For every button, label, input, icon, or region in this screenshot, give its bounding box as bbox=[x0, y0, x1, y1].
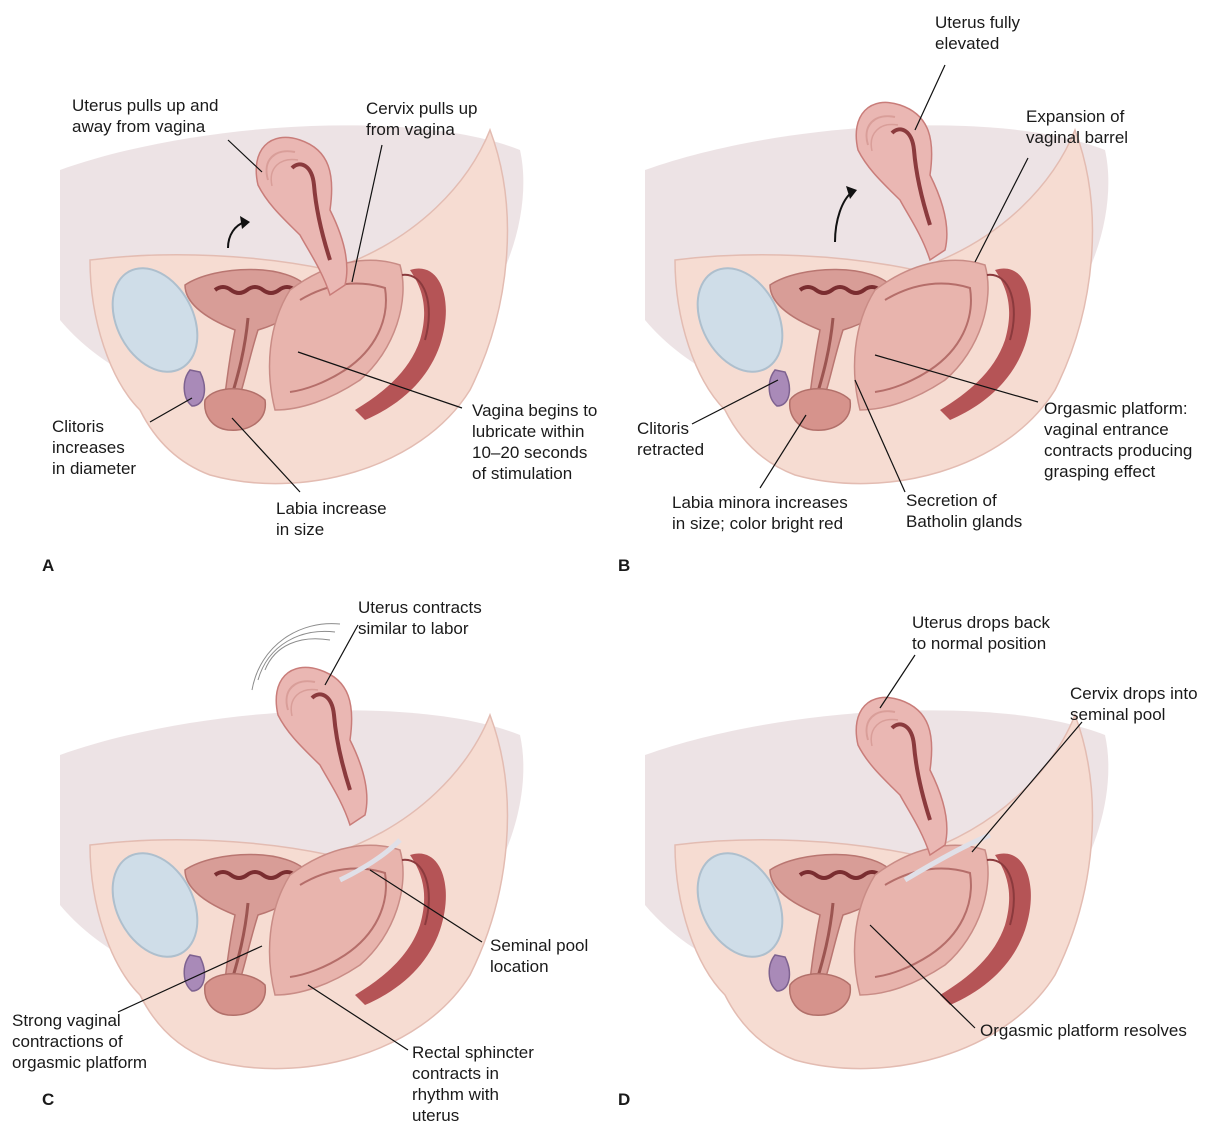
label-c-rectal: Rectal sphincter contracts in rhythm wit… bbox=[412, 1042, 534, 1126]
label-b-expansion: Expansion of vaginal barrel bbox=[1026, 106, 1128, 148]
label-d-uterus: Uterus drops back to normal position bbox=[912, 612, 1050, 654]
panel-d-illustration bbox=[645, 697, 1108, 1068]
panel-b-letter: B bbox=[618, 556, 630, 576]
panel-b-illustration bbox=[645, 102, 1108, 483]
label-a-uterus: Uterus pulls up and away from vagina bbox=[72, 95, 218, 137]
label-c-uterus: Uterus contracts similar to labor bbox=[358, 597, 482, 639]
label-c-vaginal: Strong vaginal contractions of orgasmic … bbox=[12, 1010, 147, 1073]
label-b-clitoris: Clitoris retracted bbox=[637, 418, 704, 460]
label-b-labia: Labia minora increases in size; color br… bbox=[672, 492, 848, 534]
label-d-platform: Orgasmic platform resolves bbox=[980, 1020, 1187, 1041]
label-b-platform: Orgasmic platform: vaginal entrance cont… bbox=[1044, 398, 1192, 482]
panel-c-letter: C bbox=[42, 1090, 54, 1110]
label-a-cervix: Cervix pulls up from vagina bbox=[366, 98, 478, 140]
label-a-vagina: Vagina begins to lubricate within 10–20 … bbox=[472, 400, 597, 484]
label-a-labia: Labia increase in size bbox=[276, 498, 387, 540]
label-c-seminal: Seminal pool location bbox=[490, 935, 588, 977]
panel-a-letter: A bbox=[42, 556, 54, 576]
label-b-secretion: Secretion of Batholin glands bbox=[906, 490, 1022, 532]
panel-c-illustration bbox=[60, 624, 523, 1069]
label-b-uterus: Uterus fully elevated bbox=[935, 12, 1020, 54]
label-a-clitoris: Clitoris increases in diameter bbox=[52, 416, 136, 479]
label-d-cervix: Cervix drops into seminal pool bbox=[1070, 683, 1198, 725]
panel-d-letter: D bbox=[618, 1090, 630, 1110]
